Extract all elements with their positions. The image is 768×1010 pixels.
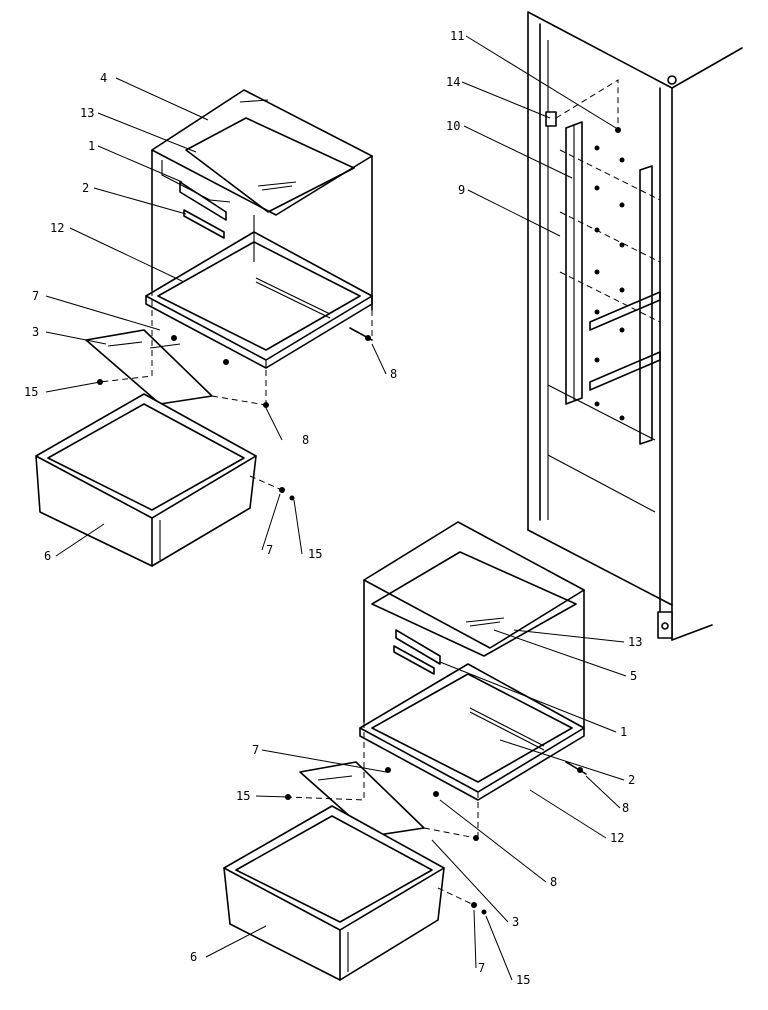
callout-7: 7 xyxy=(478,961,485,975)
callout-3: 3 xyxy=(32,325,39,339)
callout-15: 15 xyxy=(308,547,322,561)
crisper-cover xyxy=(151,89,373,216)
bracket-part xyxy=(545,111,557,127)
callout-11: 11 xyxy=(450,29,464,43)
bottom-crisper-assembly xyxy=(223,521,587,981)
callout-6: 6 xyxy=(44,549,51,563)
callout-15: 15 xyxy=(516,973,530,987)
callout-9: 9 xyxy=(458,183,465,197)
callout-8: 8 xyxy=(390,367,397,381)
callout-8: 8 xyxy=(550,875,557,889)
callout-1: 1 xyxy=(88,139,95,153)
callout-12: 12 xyxy=(610,831,624,845)
callout-7: 7 xyxy=(266,543,273,557)
crisper-cover xyxy=(363,521,585,649)
callout-2: 2 xyxy=(82,181,89,195)
shelf-rail-left xyxy=(565,121,583,405)
top-crisper-assembly xyxy=(35,89,373,567)
callout-4: 4 xyxy=(100,71,107,85)
callout-1: 1 xyxy=(620,725,627,739)
callout-7: 7 xyxy=(252,743,259,757)
callout-10: 10 xyxy=(446,119,460,133)
callout-6: 6 xyxy=(190,950,197,964)
callout-8: 8 xyxy=(622,801,629,815)
crisper-drawer xyxy=(223,805,445,931)
callout-labels: 4 13 1 2 12 7 3 15 8 8 6 7 15 11 14 10 9… xyxy=(24,29,642,987)
screws xyxy=(594,127,625,421)
shelf-rail-right xyxy=(639,165,653,445)
callout-2: 2 xyxy=(628,773,635,787)
callout-15: 15 xyxy=(236,789,250,803)
hinge-top-icon xyxy=(667,75,677,85)
crisper-frame xyxy=(359,663,585,793)
callout-8: 8 xyxy=(302,433,309,447)
divider-part xyxy=(179,181,227,221)
callout-7: 7 xyxy=(32,289,39,303)
crisper-drawer xyxy=(35,393,257,519)
leader-lines xyxy=(45,35,627,981)
callout-14: 14 xyxy=(446,75,460,89)
callout-13: 13 xyxy=(80,106,94,120)
crisper-frame xyxy=(145,231,373,361)
callout-5: 5 xyxy=(630,669,637,683)
callout-15: 15 xyxy=(24,385,38,399)
crisper-bracket xyxy=(85,329,213,405)
callout-13: 13 xyxy=(628,635,642,649)
callout-3: 3 xyxy=(512,915,519,929)
cabinet-side-panel xyxy=(527,11,743,641)
callout-12: 12 xyxy=(50,221,64,235)
